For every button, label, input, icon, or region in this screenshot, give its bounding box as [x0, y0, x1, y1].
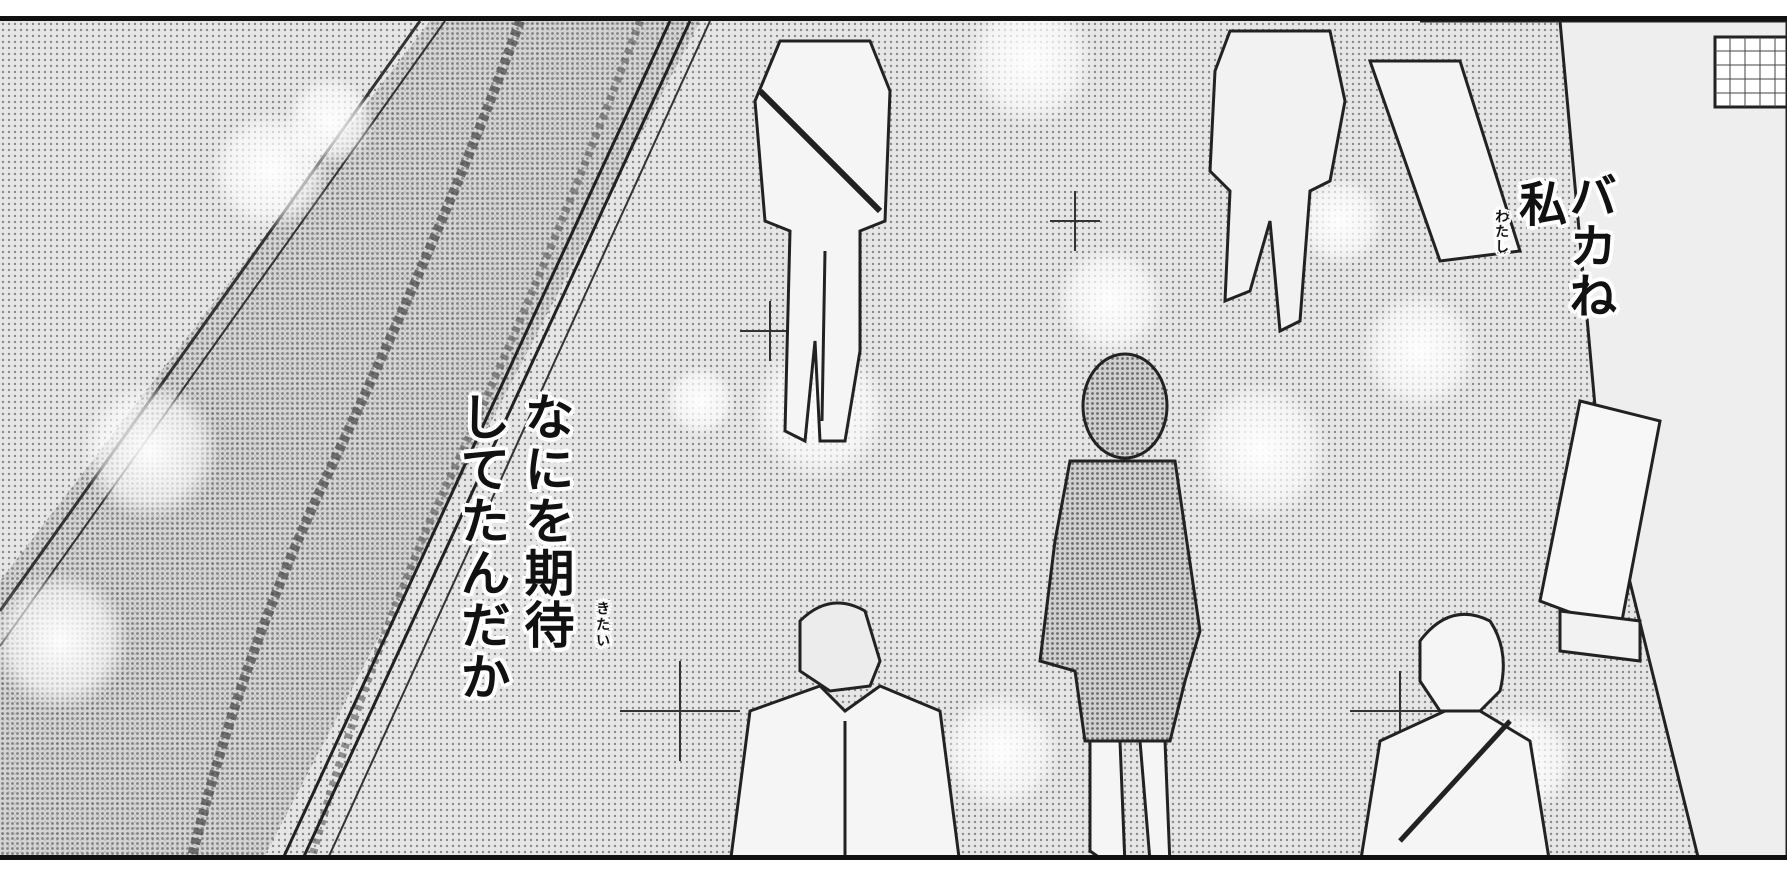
dialogue-line-nani-wo-kitai: なにを期待 [516, 391, 575, 651]
street-scene-illustration [0, 21, 1787, 855]
curb-line-1 [282, 21, 672, 855]
panel-frame: バカね 私 わたし なにを期待 してたんだか きたい [0, 16, 1787, 860]
planter [1367, 59, 1522, 263]
sign-stand [1558, 609, 1642, 663]
dialogue-line-baka-ne: バカね [1560, 171, 1617, 321]
walking-man-icon [753, 39, 892, 444]
dialogue-line-shitetandaka: してたんだか [452, 391, 511, 703]
furigana-kitai: きたい [594, 601, 611, 649]
curb-line-2 [302, 21, 692, 855]
walking-woman-icon [1038, 352, 1202, 855]
building-window [1713, 35, 1787, 109]
woman-icon [1360, 612, 1550, 855]
furigana-watashi: わたし [1493, 209, 1510, 254]
walking-man-icon-2 [1208, 29, 1347, 334]
sparkles [620, 191, 1450, 761]
curb-line-3 [328, 21, 711, 855]
dialogue-line-watashi: 私 [1510, 179, 1567, 229]
man-icon [729, 601, 961, 855]
window-grid [1715, 37, 1787, 107]
hedge-line-2 [308, 21, 644, 855]
